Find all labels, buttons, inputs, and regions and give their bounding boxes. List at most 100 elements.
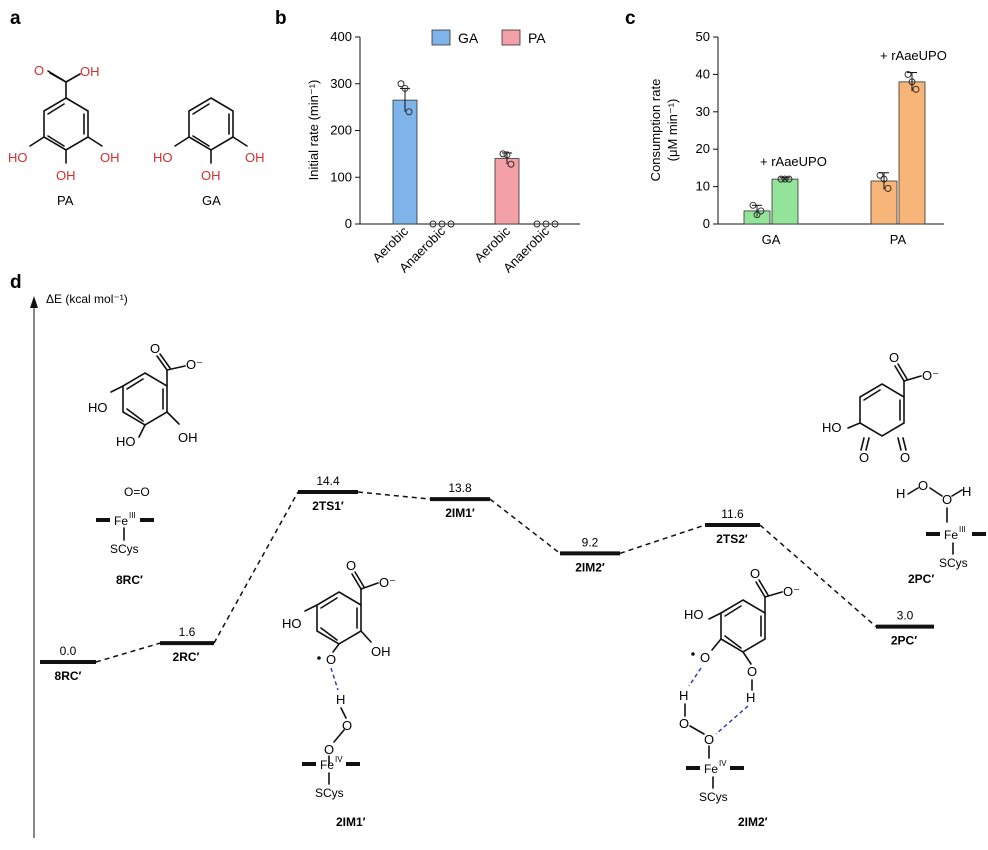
pa-ho-left: HO — [8, 150, 28, 165]
panel-c-xtick-label: PA — [890, 232, 907, 247]
pc-o2: O — [942, 492, 952, 507]
pa-oh-bottom: OH — [56, 168, 76, 183]
pc-h-right: H — [962, 484, 971, 499]
panel-b-ytick-label: 400 — [330, 29, 352, 44]
panel-b-datapoint — [447, 220, 455, 228]
energy-connector — [489, 498, 561, 554]
panel-c-ytick-label: 10 — [696, 179, 710, 194]
panel-c-xtick-label: GA — [762, 232, 781, 247]
energy-value-label: 11.6 — [721, 507, 744, 521]
panel-label-b: b — [275, 8, 287, 29]
pc-carbonyl-o: O — [889, 350, 899, 365]
panel-a-structures: O OH HO OH OH PA HO OH OH GA — [8, 63, 265, 208]
panel-c-datapoint — [880, 175, 888, 183]
rc8-ho-bottom: HO — [116, 434, 136, 449]
pa-label: PA — [57, 193, 74, 208]
energy-value-label: 9.2 — [582, 535, 599, 549]
rc8-carbonyl-o: O — [150, 341, 160, 356]
pc-o1: O — [918, 478, 928, 493]
energy-state-label: 2RC′ — [173, 650, 200, 664]
im2-fe-ox: IV — [719, 759, 727, 768]
rc8-label: 8RC′ — [116, 573, 143, 587]
panel-b-bar — [494, 158, 520, 225]
panel-b-ytick-label: 100 — [330, 169, 352, 184]
panel-c-ytick-label: 40 — [696, 66, 710, 81]
energy-value-label: 0.0 — [60, 644, 77, 658]
im2-scys: SCys — [699, 790, 728, 804]
panel-b-ytick-label: 0 — [345, 216, 352, 231]
panel-c-ylabel-unit: (μM min⁻¹) — [665, 99, 680, 162]
im1-fe: Fe — [320, 758, 334, 772]
im1-radical-o: O — [326, 652, 336, 667]
pc-quinone-o1: O — [859, 450, 869, 465]
structure-pc: O O⁻ HO O O H O O H Fe III SCys 2PC′ — [822, 350, 986, 586]
ga-oh-bottom: OH — [201, 168, 221, 183]
panel-c-datapoint — [781, 175, 789, 183]
panel-d-ylabel: ΔE (kcal mol⁻¹) — [46, 292, 128, 306]
panel-b-ytick-label: 200 — [330, 123, 352, 138]
panel-b-datapoint — [397, 80, 405, 88]
ga-molecule: HO OH OH GA — [153, 97, 265, 208]
energy-state-label: 2IM2′ — [575, 560, 605, 574]
legend-swatch-pa — [501, 29, 521, 46]
pa-acid-oh: OH — [80, 64, 100, 79]
pc-fe-ox: III — [959, 525, 966, 534]
im2-carboxylate-o: O⁻ — [783, 584, 800, 599]
structure-8rc: O O⁻ HO HO OH O=O Fe III SCys 8RC′ — [88, 341, 203, 587]
panel-label-a: a — [10, 8, 21, 29]
energy-value-label: 3.0 — [897, 609, 914, 623]
energy-value-label: 1.6 — [179, 625, 196, 639]
panel-d-axis-arrow — [30, 296, 38, 308]
panel-b-datapoint — [551, 220, 559, 228]
panel-label-d: d — [10, 272, 22, 293]
im1-structure-label: 2IM1′ — [336, 815, 366, 829]
energy-connector — [95, 642, 161, 663]
energy-value-label: 13.8 — [448, 481, 472, 495]
panel-b-bar — [392, 99, 418, 225]
panel-c-ylabel: Consumption rate — [648, 79, 663, 182]
legend-label-pa: PA — [528, 30, 546, 46]
energy-connector — [357, 491, 431, 500]
panel-d-levels: 0.08RC′1.62RC′14.42TS1′13.82IM1′9.22IM2′… — [40, 474, 934, 683]
panel-c-datapoint — [876, 171, 884, 179]
energy-state-label: 2PC′ — [891, 634, 917, 648]
im2-o1: O — [679, 716, 689, 731]
ga-oh-right: OH — [245, 150, 265, 165]
panel-c-ytick-label: 20 — [696, 141, 710, 156]
legend-label-ga: GA — [458, 30, 479, 46]
panel-b-datapoint — [542, 220, 550, 228]
im1-o2: O — [324, 742, 334, 757]
panel-b-datapoint — [503, 151, 511, 159]
ga-ring — [188, 97, 234, 151]
panel-c-annotation-pa: + rAaeUPO — [880, 48, 947, 63]
rc8-carboxylate-o: O⁻ — [186, 357, 203, 372]
pc-scys: SCys — [939, 556, 968, 570]
im2-structure-label: 2IM2′ — [738, 815, 768, 829]
im1-fe-ox: IV — [335, 755, 343, 764]
panel-c-datapoint — [884, 185, 892, 192]
pa-oh-right: OH — [100, 150, 120, 165]
panel-c-datapoint — [757, 207, 765, 215]
panel-c-ytick-label: 50 — [696, 29, 710, 44]
panel-c-ytick-label: 0 — [703, 216, 710, 231]
panel-label-c: c — [625, 8, 636, 29]
panel-b-datapoint — [533, 220, 541, 228]
energy-state-label: 8RC′ — [55, 669, 82, 683]
panel-c-datapoint — [908, 78, 916, 86]
panel-c-bar — [771, 178, 799, 225]
panel-c-datapoint — [753, 211, 761, 219]
energy-connector — [213, 491, 299, 644]
panel-b-legend: GA PA — [431, 29, 546, 46]
pc-structure-label: 2PC′ — [908, 572, 934, 586]
im1-scys: SCys — [315, 786, 344, 800]
panel-b-datapoint — [438, 220, 446, 228]
panel-b-ylabel: Initial rate (min⁻¹) — [306, 80, 321, 181]
im2-h-right: H — [746, 690, 755, 705]
rc8-o2: O=O — [124, 485, 150, 499]
im2-radical-o: O — [700, 650, 710, 665]
im1-h: H — [336, 692, 345, 707]
